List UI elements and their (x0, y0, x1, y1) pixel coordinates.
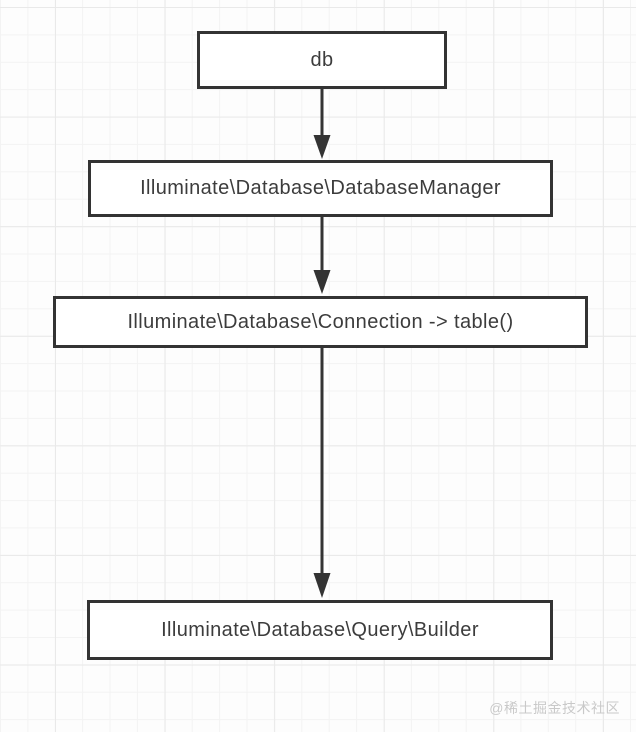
node-label-database-manager: Illuminate\Database\DatabaseManager (140, 177, 501, 199)
node-label-connection-table: Illuminate\Database\Connection -> table(… (127, 310, 514, 333)
flowchart-node-connection-table: Illuminate\Database\Connection -> table(… (53, 296, 588, 348)
flowchart-node-db: db (197, 31, 447, 89)
flowchart-node-database-manager: Illuminate\Database\DatabaseManager (88, 160, 553, 217)
node-label-db: db (310, 48, 334, 71)
node-label-query-builder: Illuminate\Database\Query\Builder (161, 618, 479, 641)
flowchart-node-query-builder: Illuminate\Database\Query\Builder (87, 600, 553, 660)
edge-database-manager-to-connection-table (313, 217, 331, 294)
watermark-text: @稀土掘金技术社区 (489, 700, 620, 716)
edge-connection-table-to-query-builder (313, 348, 331, 598)
edge-db-to-database-manager (313, 89, 331, 159)
